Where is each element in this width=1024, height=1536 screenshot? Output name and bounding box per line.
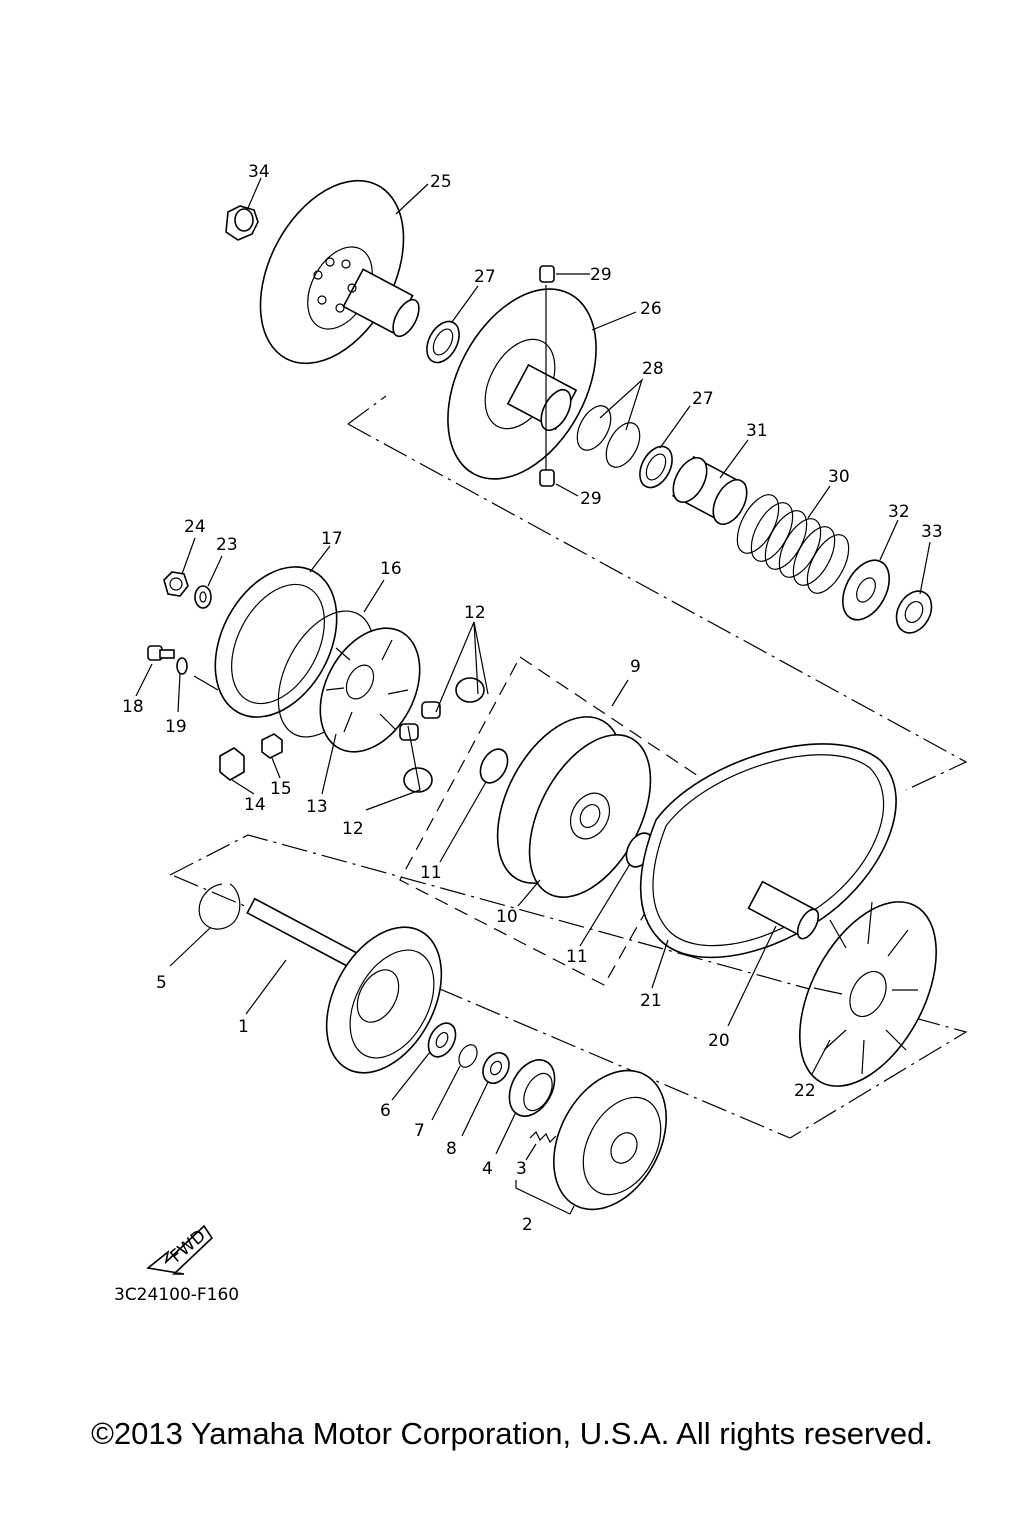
figure-code: 3C24100-F160	[114, 1285, 239, 1305]
part-19-washer	[176, 657, 188, 675]
part-32-washer	[842, 559, 890, 621]
part-1-shaft-housing	[246, 897, 443, 1074]
part-13-cam	[319, 627, 421, 753]
part-31-collar	[671, 455, 748, 525]
part-27-bushing-lower	[639, 445, 673, 489]
callout-33: 33	[921, 522, 943, 542]
callout-15: 15	[270, 779, 292, 799]
callout-17: 17	[321, 529, 343, 549]
callout-29-lower: 29	[580, 489, 602, 509]
part-3-spring	[529, 1130, 557, 1144]
callout-8: 8	[446, 1139, 457, 1159]
group-boundaries	[169, 395, 968, 1139]
callout-12-lower: 12	[342, 819, 364, 839]
callout-3: 3	[516, 1159, 527, 1179]
part-2-clutch-carrier	[515, 1069, 667, 1215]
callout-1: 1	[238, 1017, 249, 1037]
callout-10: 10	[496, 907, 518, 927]
part-20-collar	[747, 880, 820, 940]
callout-2: 2	[522, 1215, 533, 1235]
callout-14: 14	[244, 795, 266, 815]
part-28-o-rings	[576, 405, 641, 468]
part-22-impeller	[799, 901, 937, 1087]
part-27-bushing-upper	[426, 320, 460, 364]
part-8-nut	[482, 1051, 510, 1085]
leader-lines	[135, 177, 931, 1161]
part-26-sliding-sheave	[447, 285, 597, 480]
part-23-washer	[194, 585, 212, 609]
callout-9: 9	[630, 657, 641, 677]
part-15-slider	[261, 733, 283, 759]
callout-22: 22	[794, 1081, 816, 1101]
part-6-bearing	[427, 1022, 457, 1058]
part-17-cover	[214, 566, 338, 718]
part-18-bolt	[147, 645, 175, 661]
part-34-nut	[225, 205, 259, 241]
part-21-v-belt	[639, 743, 897, 959]
fwd-arrow-icon: FWD	[146, 1224, 214, 1275]
callout-34: 34	[248, 162, 270, 182]
part-25-fixed-sheave	[259, 179, 420, 365]
callout-27-upper: 27	[474, 267, 496, 287]
callout-26: 26	[640, 299, 662, 319]
part-10-sheave	[496, 716, 652, 898]
callout-28: 28	[642, 359, 664, 379]
callout-32: 32	[888, 502, 910, 522]
callout-29-upper: 29	[590, 265, 612, 285]
callout-24: 24	[184, 517, 206, 537]
callout-5: 5	[156, 973, 167, 993]
callout-31: 31	[746, 421, 768, 441]
callout-23: 23	[216, 535, 238, 555]
callout-16: 16	[380, 559, 402, 579]
callout-30: 30	[828, 467, 850, 487]
part-33-nut	[895, 590, 933, 634]
callout-21: 21	[640, 991, 662, 1011]
callout-13: 13	[306, 797, 328, 817]
callout-11-left: 11	[420, 863, 442, 883]
callout-27-lower: 27	[692, 389, 714, 409]
callout-7: 7	[414, 1121, 425, 1141]
part-14-slider	[219, 747, 245, 781]
callout-6: 6	[380, 1101, 391, 1121]
callout-18: 18	[122, 697, 144, 717]
callout-11-right: 11	[566, 947, 588, 967]
callout-19: 19	[165, 717, 187, 737]
part-4-one-way-clutch	[508, 1059, 556, 1117]
part-5-circlip	[198, 883, 241, 930]
callout-12-upper: 12	[464, 603, 486, 623]
part-30-spring	[736, 494, 850, 594]
part-29-guide-pins	[539, 265, 555, 487]
copyright-notice: ©2013 Yamaha Motor Corporation, U.S.A. A…	[91, 1416, 933, 1451]
callout-4: 4	[482, 1159, 493, 1179]
callout-20: 20	[708, 1031, 730, 1051]
callout-labels: 34 25 27 29 26 28 27 29 31 30 32 33 24 2…	[122, 162, 943, 1235]
part-24-nut	[163, 571, 189, 597]
callout-25: 25	[430, 172, 452, 192]
part-7-circlip	[458, 1044, 478, 1068]
